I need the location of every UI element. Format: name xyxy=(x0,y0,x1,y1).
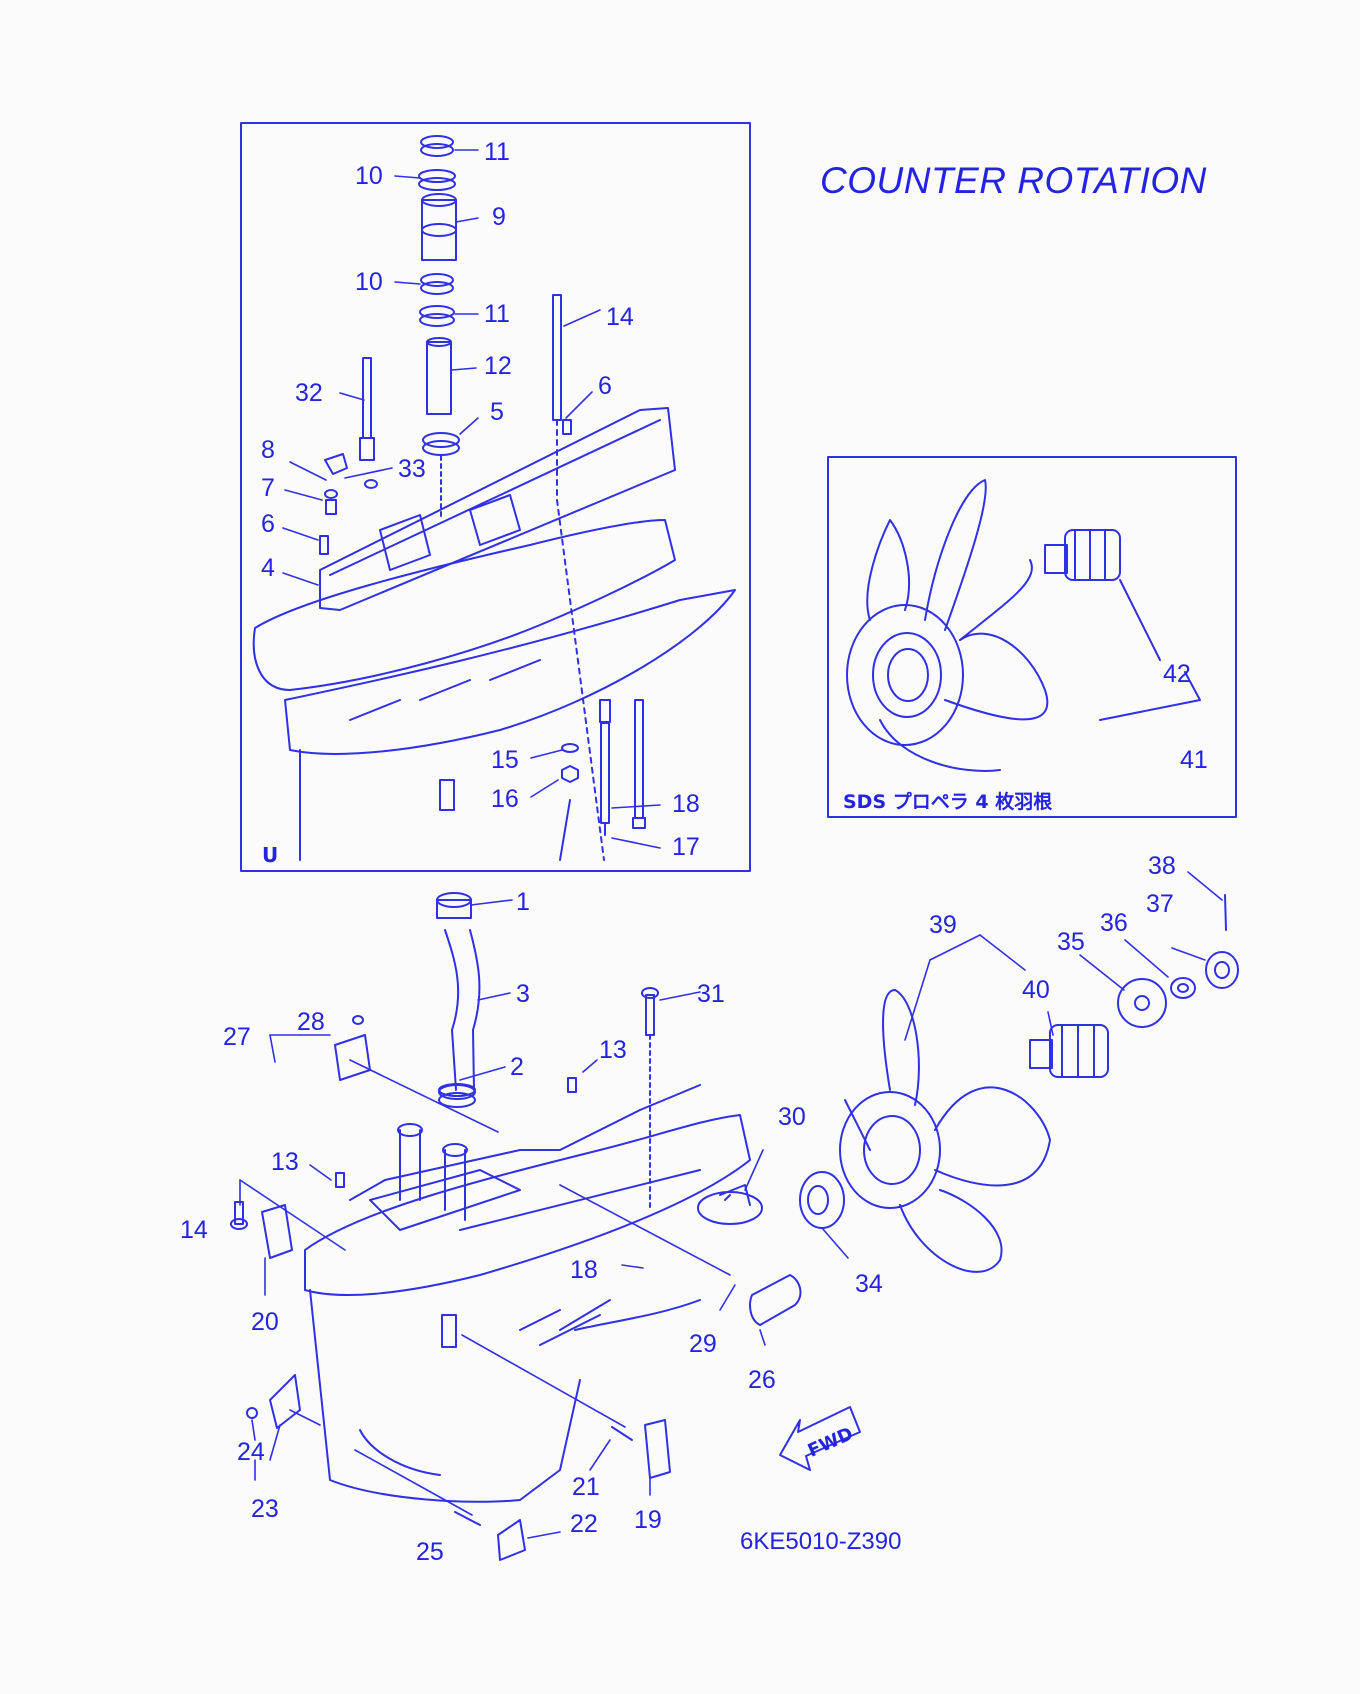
callout-3: 3 xyxy=(516,980,530,1008)
propeller-inset-frame xyxy=(827,456,1237,818)
callout-40: 40 xyxy=(1022,976,1050,1004)
callout-6: 6 xyxy=(598,372,612,400)
callout-7: 7 xyxy=(261,474,275,502)
callout-26: 26 xyxy=(748,1366,776,1394)
leader-lines xyxy=(239,149,1223,1539)
callout-10: 10 xyxy=(355,162,383,190)
callout-14: 14 xyxy=(180,1216,208,1244)
lower-gearcase xyxy=(230,892,1239,1561)
callout-18: 18 xyxy=(570,1256,598,1284)
callout-6: 6 xyxy=(261,510,275,538)
callout-38: 38 xyxy=(1148,852,1176,880)
callout-37: 37 xyxy=(1146,890,1174,918)
callout-11: 11 xyxy=(484,300,510,328)
callout-42: 42 xyxy=(1163,660,1191,688)
inset-marker: U xyxy=(262,843,279,867)
callout-14: 14 xyxy=(606,303,634,331)
callout-19: 19 xyxy=(634,1506,662,1534)
callout-15: 15 xyxy=(491,746,519,774)
callout-13: 13 xyxy=(271,1148,299,1176)
callout-9: 9 xyxy=(492,203,506,231)
callout-35: 35 xyxy=(1057,928,1085,956)
callout-25: 25 xyxy=(416,1538,444,1566)
callout-34: 34 xyxy=(855,1270,883,1298)
callout-4: 4 xyxy=(261,554,275,582)
callout-2: 2 xyxy=(510,1053,524,1081)
callout-29: 29 xyxy=(689,1330,717,1358)
callout-20: 20 xyxy=(251,1308,279,1336)
callout-23: 23 xyxy=(251,1495,279,1523)
callout-31: 31 xyxy=(697,980,725,1008)
callout-24: 24 xyxy=(237,1438,265,1466)
callout-22: 22 xyxy=(570,1510,598,1538)
callout-21: 21 xyxy=(572,1473,600,1501)
callout-41: 41 xyxy=(1180,746,1208,774)
callout-5: 5 xyxy=(490,398,504,426)
callout-28: 28 xyxy=(297,1008,325,1036)
callout-33: 33 xyxy=(398,455,426,483)
callout-10: 10 xyxy=(355,268,383,296)
callout-12: 12 xyxy=(484,352,512,380)
upper-frame xyxy=(240,122,751,872)
callout-27: 27 xyxy=(223,1023,251,1051)
callout-11: 11 xyxy=(484,138,510,166)
callout-1: 1 xyxy=(516,888,530,916)
diagram-title: COUNTER ROTATION xyxy=(820,160,1207,201)
callout-36: 36 xyxy=(1100,909,1128,937)
callout-18: 18 xyxy=(672,790,700,818)
callout-30: 30 xyxy=(778,1103,806,1131)
inset-caption: SDS プロペラ 4 枚羽根 xyxy=(843,791,1053,813)
upper-gear-housing xyxy=(252,135,736,861)
callout-8: 8 xyxy=(261,436,275,464)
callout-17: 17 xyxy=(672,833,700,861)
inset-propeller xyxy=(846,479,1201,772)
callout-32: 32 xyxy=(295,379,323,407)
drawing-code: 6KE5010-Z390 xyxy=(740,1528,902,1555)
callout-13: 13 xyxy=(599,1036,627,1064)
callout-16: 16 xyxy=(491,785,519,813)
callout-39: 39 xyxy=(929,911,957,939)
